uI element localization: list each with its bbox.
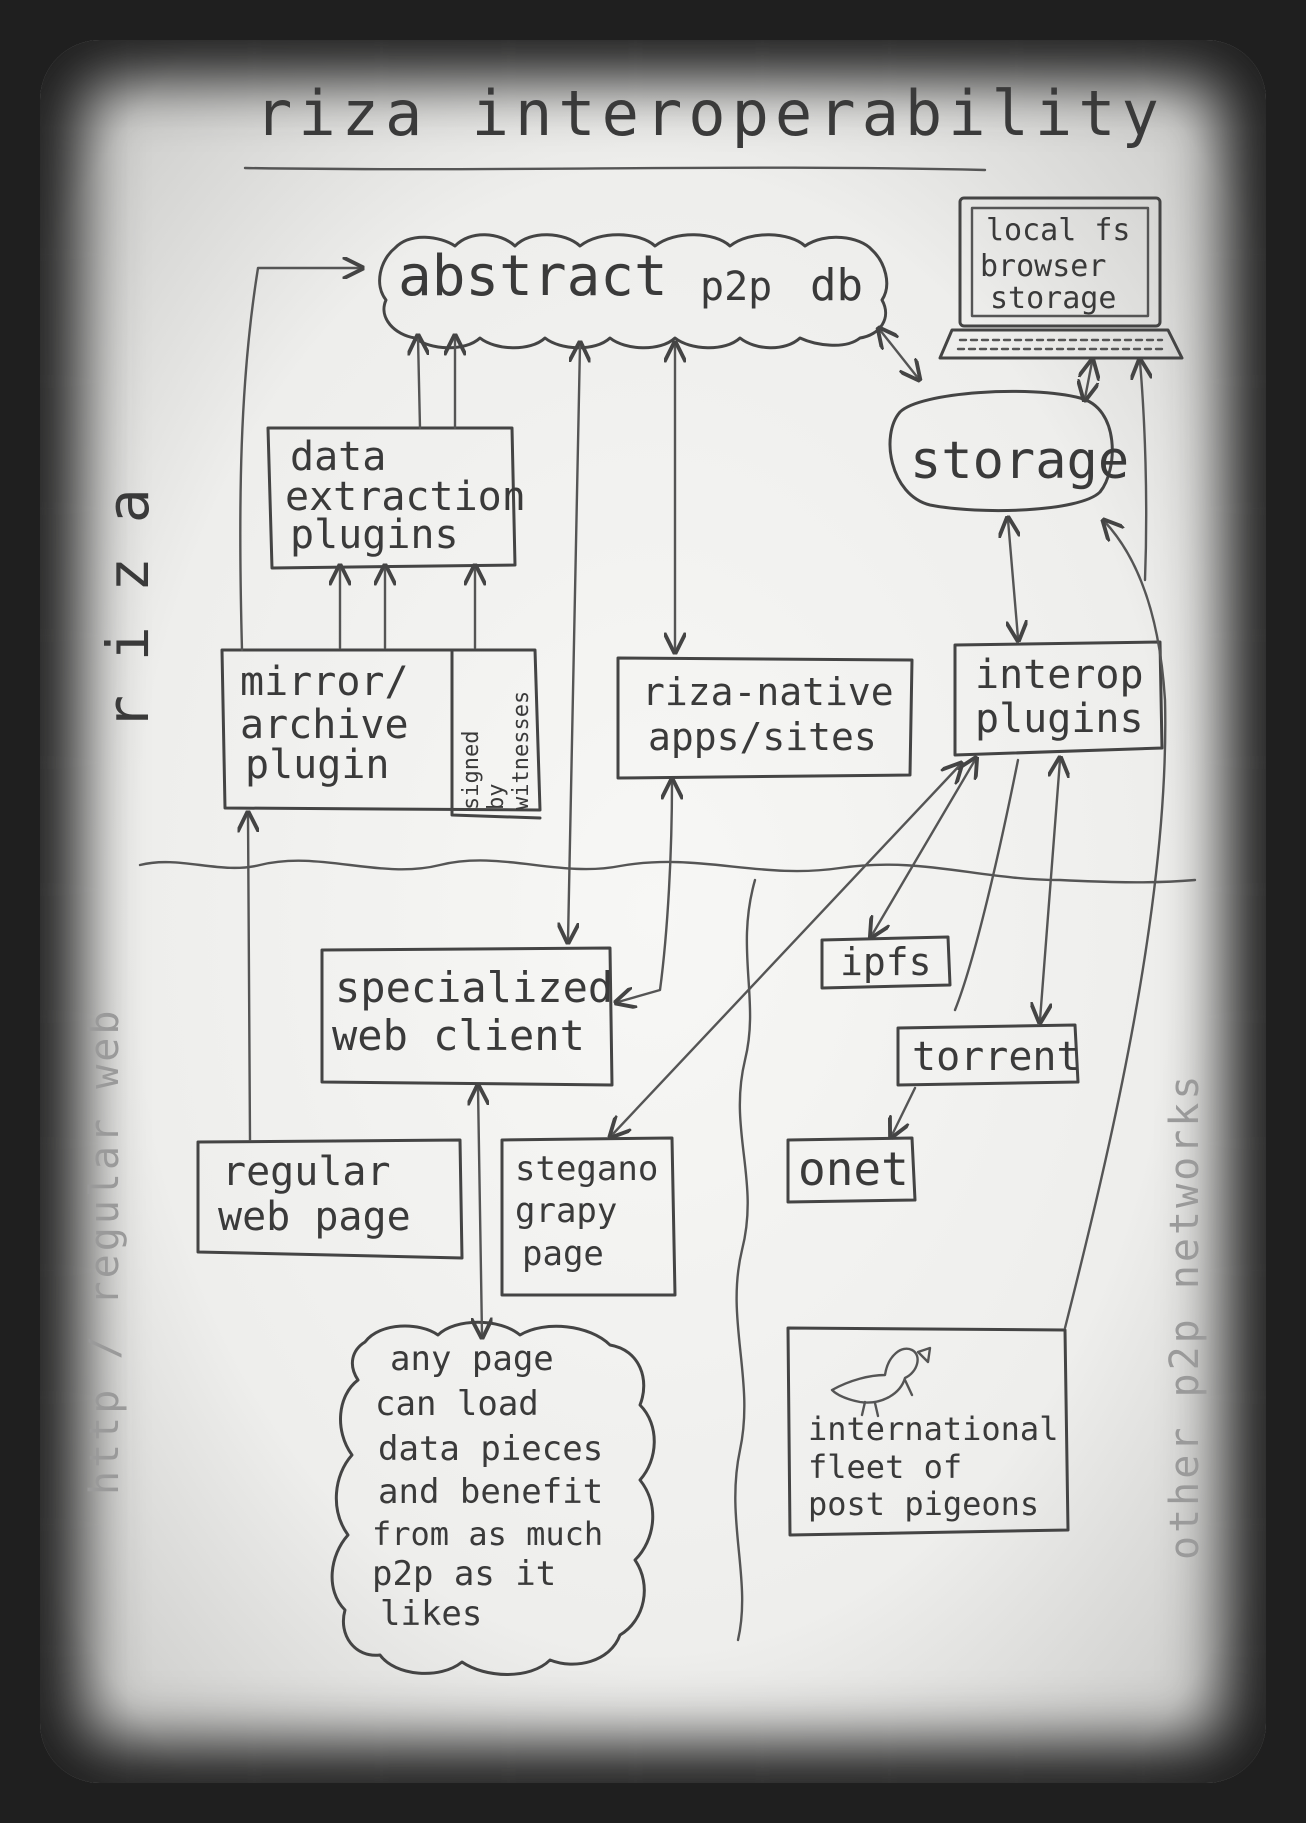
any-page-line7: likes xyxy=(380,1594,482,1634)
torrent-label: torrent xyxy=(912,1034,1081,1080)
signed-line1: signed xyxy=(459,731,484,810)
abstract-db-line2: p2p xyxy=(700,264,772,310)
arrow-native-specialized xyxy=(618,782,672,1002)
storage-node xyxy=(888,389,1114,513)
arrow-extract-db-1 xyxy=(418,338,420,430)
arrow-interop-stegano xyxy=(612,765,960,1135)
regular-web-box xyxy=(196,1138,464,1260)
mirror-line1: mirror/ xyxy=(240,659,409,705)
any-page-line2: can load xyxy=(375,1384,539,1424)
arrow-mirror-to-db xyxy=(239,268,360,652)
mirror-line2: archive xyxy=(240,702,409,748)
pigeons-line3: post pigeons xyxy=(808,1485,1039,1523)
arrow-torrent-onet xyxy=(892,1086,917,1135)
zone-label-riza: riza xyxy=(94,454,162,730)
abstract-db-line1: abstract xyxy=(398,244,668,309)
mirror-archive-box xyxy=(220,648,542,812)
stegano-line3: page xyxy=(522,1234,604,1274)
specialized-line2: web client xyxy=(332,1011,585,1060)
arrow-pigeons-storage xyxy=(1063,522,1167,1330)
stegano-line2: grapy xyxy=(515,1191,617,1231)
arrow-laptop-storage xyxy=(1085,362,1092,398)
regular-web-line2: web page xyxy=(218,1194,411,1240)
data-extraction-line2: extraction xyxy=(285,474,526,520)
any-page-line1: any page xyxy=(390,1339,554,1379)
laptop-icon xyxy=(938,196,1184,360)
any-page-line4: and benefit xyxy=(378,1472,603,1512)
specialized-line1: specialized xyxy=(335,963,613,1012)
zone-label-p2p: other p2p networks xyxy=(1162,1073,1208,1560)
stegano-line1: stegano xyxy=(515,1149,658,1189)
arrow-p2p-laptop xyxy=(1140,362,1146,582)
pigeon-icon xyxy=(830,1346,932,1418)
diagram-title: riza interoperability xyxy=(255,77,1165,150)
local-fs-line3: storage xyxy=(990,281,1116,316)
data-extraction-box xyxy=(266,426,517,570)
interop-line1: interop xyxy=(975,652,1144,698)
data-extraction-line3: plugins xyxy=(290,512,459,558)
abstract-db-cloud xyxy=(378,233,889,350)
local-fs-line1: local fs xyxy=(986,213,1131,248)
storage-label: storage xyxy=(910,431,1129,491)
any-page-line3: data pieces xyxy=(378,1429,603,1469)
arrow-db-specialized xyxy=(568,345,580,940)
interop-box xyxy=(953,640,1164,757)
riza-divider xyxy=(138,859,1197,884)
signed-tab xyxy=(450,648,542,820)
abstract-db-line3: db xyxy=(810,260,863,311)
arrow-interop-torrent xyxy=(1040,760,1060,1020)
signed-line3: witnesses xyxy=(509,691,534,810)
line-interop-down xyxy=(953,758,1020,1012)
data-extraction-line1: data xyxy=(290,434,386,480)
mirror-line3: plugin xyxy=(245,742,390,788)
arrow-interop-ipfs xyxy=(872,760,975,935)
onet-label: onet xyxy=(798,1142,909,1196)
any-page-line5: from as much xyxy=(372,1515,603,1553)
arrow-specialized-anypage xyxy=(478,1088,482,1335)
arrow-db-storage xyxy=(880,330,918,378)
any-page-line6: p2p as it xyxy=(372,1554,556,1594)
any-page-cloud xyxy=(330,1320,656,1676)
ipfs-label: ipfs xyxy=(840,940,932,984)
pigeons-line2: fleet of xyxy=(808,1448,962,1486)
signed-line2: by xyxy=(484,784,509,811)
arrow-storage-interop xyxy=(1008,520,1018,638)
zone-label-http: http / regular web xyxy=(82,1008,128,1495)
pigeons-line1: international xyxy=(808,1410,1058,1448)
local-fs-line2: browser xyxy=(980,249,1106,284)
riza-native-line2: apps/sites xyxy=(648,715,877,759)
interop-line2: plugins xyxy=(975,696,1144,742)
regular-web-line1: regular xyxy=(222,1149,391,1195)
title-underline xyxy=(243,166,987,172)
pigeons-box xyxy=(786,1326,1070,1537)
connectors xyxy=(239,268,1167,1335)
riza-native-line1: riza-native xyxy=(642,670,894,714)
arrow-regular-mirror xyxy=(248,815,250,1142)
